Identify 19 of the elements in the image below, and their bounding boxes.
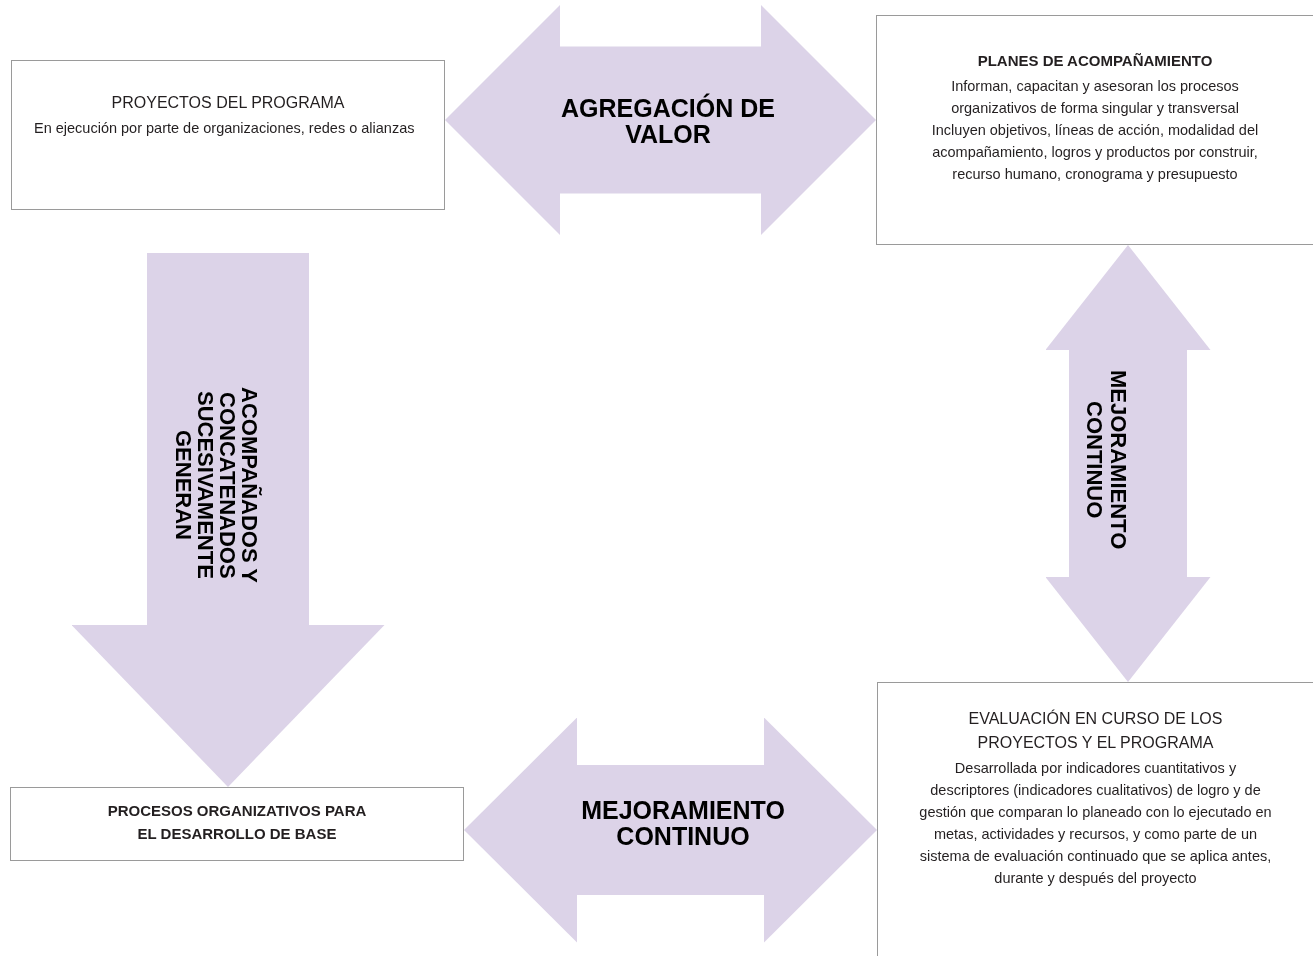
box-description: Informan, capacitan y asesoran los procesos organizativos de forma singular y transversal	[950, 76, 1240, 118]
text-box	[877, 682, 1313, 956]
box-heading: PROCESOS ORGANIZATIVOS PARA EL DESARROLLO DE BASE	[106, 801, 368, 844]
double-block-arrow	[464, 717, 877, 943]
edge-label: MEJORAMIENTO CONTINUO	[580, 797, 786, 849]
box-heading: PROYECTOS DEL PROGRAMA	[110, 93, 346, 113]
double-block-arrow	[445, 5, 876, 235]
edge-label: MEJORAMIENTO CONTINUO	[1082, 369, 1130, 552]
box-heading: EVALUACIÓN EN CURSO DE LOS PROYECTOS Y EL PROGRAMA	[967, 708, 1224, 753]
text-box	[876, 15, 1313, 245]
box-description: Desarrollada por indicadores cuantitativos y descriptores (indicadores cualitativos) de logro y de gestión que comparan lo planeado con lo ejecutado en metas, actividades y recursos, y como parte de un sistema de evaluación continuado que se aplica antes, durante y después del proyecto	[918, 759, 1273, 888]
box-description: En ejecución por parte de organizaciones, redes o alianzas	[34, 119, 416, 138]
box-heading: PLANES DE ACOMPAÑAMIENTO	[976, 51, 1214, 71]
text-box	[10, 787, 464, 861]
double-block-arrow	[1045, 245, 1211, 682]
box-description: Incluyen objetivos, líneas de acción, modalidad del acompañamiento, logros y productos por construir, recurso humano, cronograma y presupuesto	[930, 120, 1260, 184]
text-box	[11, 60, 445, 210]
edge-label: AGREGACIÓN DE VALOR	[560, 95, 776, 147]
edge-label: ACOMPAÑADOS Y CONCATENADOS SUCESIVAMENTE GENERAN	[172, 386, 260, 585]
